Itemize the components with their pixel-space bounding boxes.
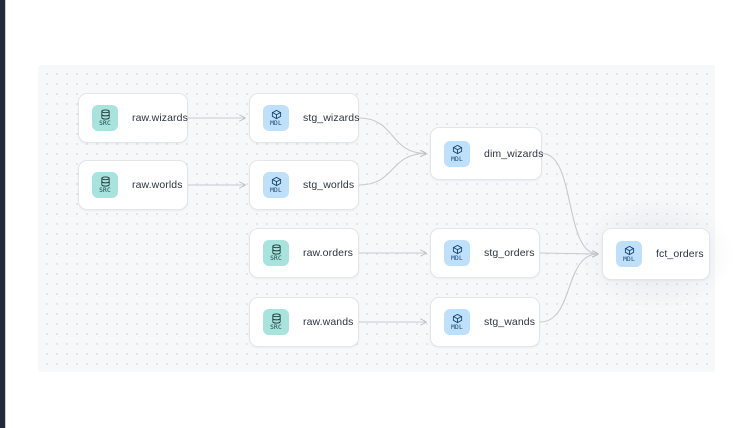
node-stg_worlds[interactable]: MDL stg_worlds	[249, 160, 359, 210]
node-label: stg_wizards	[303, 112, 360, 124]
node-kind-label: SRC	[99, 187, 111, 195]
node-fct_orders[interactable]: MDL fct_orders	[602, 228, 710, 280]
node-kind-label: SRC	[270, 324, 282, 332]
node-kind-label: SRC	[270, 255, 282, 263]
node-label: raw.wizards	[132, 112, 188, 124]
node-label: dim_wizards	[484, 147, 544, 160]
node-label: stg_wands	[484, 316, 536, 328]
cube-icon: MDL	[444, 309, 470, 335]
node-kind-label: MDL	[451, 255, 463, 263]
node-label: fct_orders	[656, 248, 704, 260]
cube-icon: MDL	[263, 105, 289, 131]
node-raw_worlds[interactable]: SRC raw.worlds	[78, 160, 188, 210]
node-dim_wizards[interactable]: MDL dim_wizards	[430, 127, 544, 180]
node-kind-label: MDL	[270, 120, 282, 128]
node-kind-label: MDL	[623, 256, 635, 264]
node-raw_wands[interactable]: SRC raw.wands	[249, 297, 359, 347]
node-stg_orders[interactable]: MDL stg_orders	[430, 228, 540, 278]
cube-icon: MDL	[616, 241, 642, 267]
database-icon: SRC	[263, 240, 289, 266]
node-kind-label: MDL	[451, 155, 463, 163]
node-label: raw.wands	[303, 316, 354, 328]
node-kind-label: MDL	[270, 187, 282, 195]
left-rail-divider	[5, 0, 6, 428]
node-stg_wizards[interactable]: MDL stg_wizards	[249, 93, 359, 143]
node-label: raw.orders	[303, 247, 354, 259]
database-icon: SRC	[92, 105, 118, 131]
node-kind-label: MDL	[451, 324, 463, 332]
cube-icon: MDL	[444, 240, 470, 266]
node-stg_wands[interactable]: MDL stg_wands	[430, 297, 540, 347]
node-raw_wizards[interactable]: SRC raw.wizards	[78, 93, 188, 143]
node-raw_orders[interactable]: SRC raw.orders	[249, 228, 359, 278]
database-icon: SRC	[92, 172, 118, 198]
left-nav-rail	[0, 0, 5, 428]
cube-icon: MDL	[263, 172, 289, 198]
database-icon: SRC	[263, 309, 289, 335]
node-label: stg_worlds	[303, 179, 355, 191]
node-kind-label: SRC	[99, 120, 111, 128]
node-label: raw.worlds	[132, 179, 183, 191]
node-label: stg_orders	[484, 247, 535, 259]
cube-icon: MDL	[444, 140, 470, 167]
